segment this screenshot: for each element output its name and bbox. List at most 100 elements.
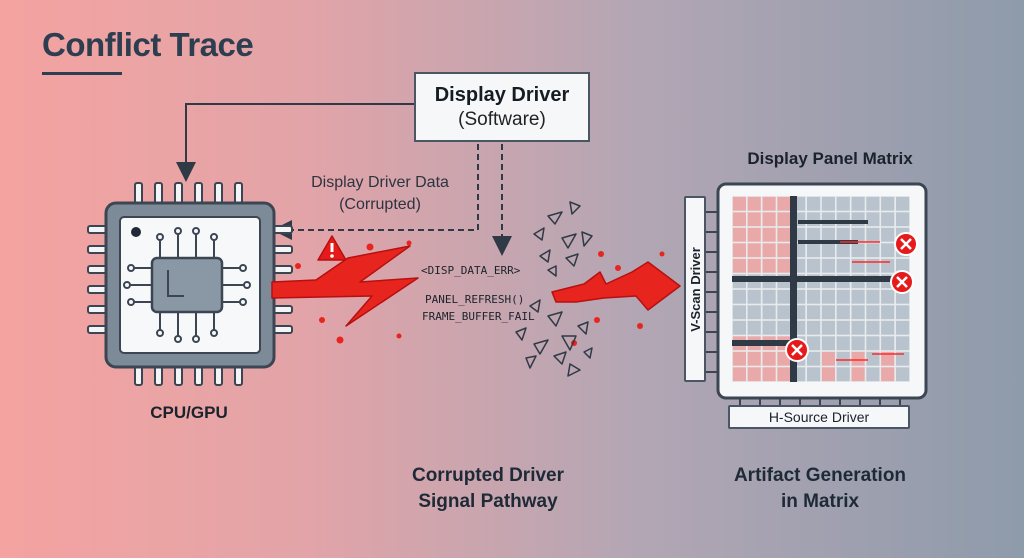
- matrix-cell: [851, 227, 865, 242]
- matrix-cell: [851, 367, 865, 382]
- matrix-cell: [836, 227, 850, 242]
- matrix-cell: [762, 351, 776, 366]
- matrix-cell: [836, 336, 850, 351]
- matrix-cell: [807, 196, 821, 211]
- error-x-icon: [785, 338, 809, 362]
- matrix-cell: [851, 243, 865, 258]
- title-underline: [42, 72, 122, 75]
- matrix-cell: [836, 305, 850, 320]
- matrix-cell: [866, 196, 880, 211]
- matrix-cell: [777, 227, 791, 242]
- page-title: Conflict Trace: [42, 26, 254, 63]
- matrix-cell: [836, 196, 850, 211]
- matrix-cell: [732, 320, 746, 335]
- matrix-cell: [807, 336, 821, 351]
- matrix-cell: [896, 351, 910, 366]
- matrix-cell: [851, 336, 865, 351]
- matrix-cell: [807, 243, 821, 258]
- matrix-cell: [866, 212, 880, 227]
- debris-shards: [515, 201, 593, 377]
- matrix-cell: [821, 351, 835, 366]
- matrix-cell: [896, 336, 910, 351]
- v-scan-driver-label: V-Scan Driver: [684, 196, 706, 382]
- matrix-cell: [807, 305, 821, 320]
- lightning-signal-icon: [271, 240, 681, 346]
- matrix-cell: [821, 289, 835, 304]
- error-x-icon: [894, 232, 918, 256]
- matrix-cell: [732, 289, 746, 304]
- matrix-cell: [732, 305, 746, 320]
- matrix-cell: [762, 258, 776, 273]
- error-code: PANEL_REFRESH(): [425, 293, 525, 306]
- matrix-cell: [821, 305, 835, 320]
- matrix-cell: [866, 243, 880, 258]
- matrix-cell: [732, 243, 746, 258]
- matrix-cell: [747, 305, 761, 320]
- matrix-cell: [762, 196, 776, 211]
- matrix-cell: [747, 212, 761, 227]
- matrix-cell: [866, 367, 880, 382]
- matrix-cell: [896, 258, 910, 273]
- driver-data-label: Display Driver Data (Corrupted): [290, 172, 470, 216]
- matrix-cell: [836, 320, 850, 335]
- matrix-cell: [851, 351, 865, 366]
- matrix-cell: [777, 212, 791, 227]
- v-scan-driver-box: [684, 196, 706, 382]
- driver-data-label-line2: (Corrupted): [339, 196, 421, 213]
- processor-chip-icon: [87, 182, 293, 386]
- matrix-cell: [807, 367, 821, 382]
- matrix-cell: [881, 305, 895, 320]
- matrix-cell: [807, 351, 821, 366]
- error-code: <DISP_DATA_ERR>: [421, 264, 521, 277]
- matrix-cells: [732, 196, 910, 382]
- matrix-cell: [762, 305, 776, 320]
- matrix-cell: [747, 320, 761, 335]
- matrix-cell: [762, 243, 776, 258]
- matrix-cell: [896, 320, 910, 335]
- cpu-gpu-label: CPU/GPU: [150, 403, 228, 422]
- matrix-cell: [821, 196, 835, 211]
- matrix-cell: [866, 289, 880, 304]
- matrix-cell: [821, 320, 835, 335]
- matrix-cell: [777, 320, 791, 335]
- matrix-cell: [777, 367, 791, 382]
- matrix-cell: [881, 243, 895, 258]
- h-source-driver-box: H-Source Driver: [728, 405, 910, 429]
- matrix-cell: [836, 243, 850, 258]
- matrix-cell: [821, 336, 835, 351]
- matrix-cell: [851, 258, 865, 273]
- matrix-cell: [851, 305, 865, 320]
- matrix-cell: [866, 351, 880, 366]
- matrix-cell: [747, 196, 761, 211]
- matrix-cell: [732, 196, 746, 211]
- matrix-cell: [747, 258, 761, 273]
- matrix-cell: [821, 227, 835, 242]
- matrix-cell: [866, 336, 880, 351]
- matrix-cell: [807, 227, 821, 242]
- matrix-cell: [732, 227, 746, 242]
- matrix-cell: [881, 320, 895, 335]
- matrix-cell: [747, 243, 761, 258]
- driver-to-cpu-connector: [176, 103, 414, 182]
- warning-icon: [317, 235, 347, 261]
- matrix-cell: [762, 289, 776, 304]
- matrix-cell: [881, 289, 895, 304]
- matrix-cell: [747, 227, 761, 242]
- matrix-cell: [881, 212, 895, 227]
- matrix-cell: [732, 351, 746, 366]
- matrix-cell: [732, 367, 746, 382]
- matrix-cell: [777, 258, 791, 273]
- matrix-cell: [836, 289, 850, 304]
- matrix-cell: [881, 258, 895, 273]
- panel-title: Display Panel Matrix: [747, 149, 913, 168]
- pathway-caption-line1: Corrupted Driver: [411, 465, 565, 486]
- matrix-cell: [896, 212, 910, 227]
- matrix-cell: [777, 305, 791, 320]
- corrupted-data-dashed-arrow: [272, 144, 479, 240]
- matrix-cell: [747, 289, 761, 304]
- matrix-cell: [851, 196, 865, 211]
- matrix-cell: [896, 196, 910, 211]
- error-x-icon: [890, 270, 914, 294]
- matrix-cell: [821, 367, 835, 382]
